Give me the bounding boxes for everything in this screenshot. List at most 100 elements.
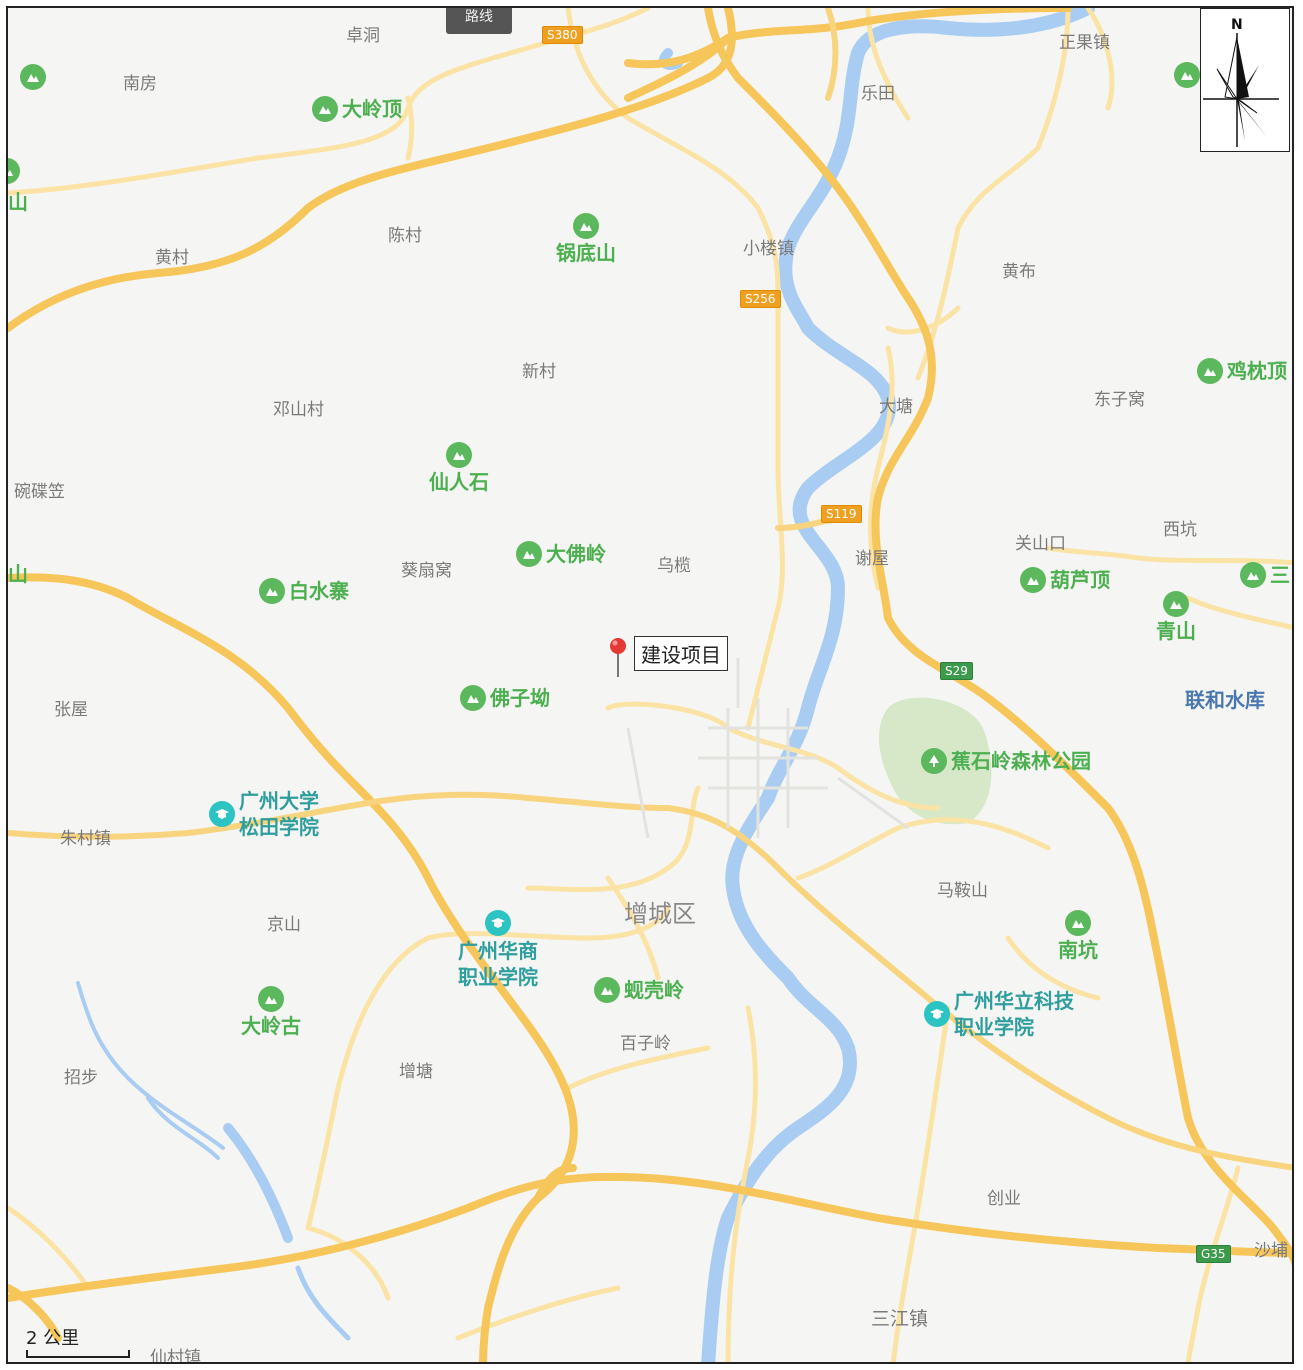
poi-label: 白水寨 — [289, 579, 349, 603]
place-label: 黄村 — [155, 248, 189, 268]
poi-label: 鸡枕顶 — [1227, 359, 1287, 383]
river — [76, 8, 1095, 1362]
project-label: 建设项目 — [634, 636, 728, 671]
poi-label: 大岭顶 — [342, 97, 402, 121]
road-shield-s119: S119 — [821, 505, 862, 523]
mountain-poi[interactable]: 仙人石 — [429, 442, 489, 494]
poi-label: 广州华立科技职业学院 — [954, 988, 1074, 1040]
park-poi[interactable]: 蕉石岭森林公园 — [921, 748, 1091, 774]
place-label: 朱村镇 — [60, 829, 111, 849]
mountain-icon — [312, 96, 338, 122]
place-label: 邓山村 — [273, 400, 324, 420]
school-poi[interactable]: 广州华商职业学院 — [458, 910, 538, 990]
mountain-icon — [573, 213, 599, 239]
poi-label: 蚬壳岭 — [624, 978, 684, 1002]
reservoir-label: 联和水库 — [1185, 688, 1265, 712]
poi-label: 山 — [8, 562, 28, 586]
mountain-icon — [1174, 62, 1200, 88]
place-label: 小楼镇 — [743, 239, 794, 259]
place-label: 乐田 — [861, 84, 895, 104]
place-label: 碗碟笠 — [14, 482, 65, 502]
mountain-icon — [460, 685, 486, 711]
mountain-icon — [516, 541, 542, 567]
school-poi[interactable]: 广州大学松田学院 — [209, 788, 319, 840]
school-icon — [924, 1001, 950, 1027]
mountain-poi[interactable]: 青山 — [1156, 591, 1196, 643]
place-label: 新村 — [522, 362, 556, 382]
scale-label: 2 公里 — [26, 1328, 80, 1349]
poi-label: 葫芦顶 — [1050, 568, 1110, 592]
poi-label: 仙人石 — [429, 470, 489, 494]
town-streets — [626, 658, 909, 839]
mountain-poi[interactable]: 蚬壳岭 — [594, 977, 684, 1003]
mountain-poi[interactable]: 大岭古 — [241, 986, 301, 1038]
road-shield-s380: S380 — [542, 26, 583, 44]
mountain-poi[interactable]: 大岭顶 — [312, 96, 402, 122]
place-label: 招步 — [64, 1068, 98, 1088]
park-icon — [921, 748, 947, 774]
poi-label: 蕉石岭森林公园 — [951, 749, 1091, 773]
compass-north-letter: N — [1231, 17, 1243, 33]
poi-label: 南坑 — [1058, 938, 1098, 962]
mountain-icon — [8, 158, 20, 184]
place-label: 仙村镇 — [150, 1348, 201, 1364]
school-name-line: 广州华商 — [458, 939, 538, 963]
poi-label: 广州华商职业学院 — [458, 938, 538, 990]
poi-label: 青山 — [1156, 619, 1196, 643]
school-poi[interactable]: 广州华立科技职业学院 — [924, 988, 1074, 1040]
scale-line — [26, 1350, 130, 1358]
poi-label: 山 — [8, 190, 28, 214]
project-marker[interactable]: 建设项目 — [608, 636, 728, 677]
school-name-line: 职业学院 — [954, 1015, 1034, 1039]
route-tab[interactable]: 路线 — [446, 8, 512, 34]
mountain-icon — [259, 578, 285, 604]
place-label: 陈村 — [388, 226, 422, 246]
place-label: 关山口 — [1015, 534, 1066, 554]
mountain-poi[interactable] — [8, 158, 20, 184]
mountain-poi[interactable]: 鸡枕顶 — [1197, 358, 1287, 384]
place-label: 增塘 — [399, 1062, 433, 1082]
poi-label: 大岭古 — [241, 1014, 301, 1038]
place-label: 马鞍山 — [937, 881, 988, 901]
school-icon — [209, 801, 235, 827]
place-label: 张屋 — [54, 700, 88, 720]
place-label: 创业 — [987, 1189, 1021, 1209]
school-icon — [485, 910, 511, 936]
place-label: 西坑 — [1163, 520, 1197, 540]
place-label: 大塘 — [879, 397, 913, 417]
mountain-poi[interactable]: 三 — [1240, 562, 1290, 588]
mountain-poi[interactable]: 白水寨 — [259, 578, 349, 604]
mountain-poi[interactable] — [20, 64, 46, 90]
district-label: 增城区 — [624, 900, 696, 928]
north-arrow: N — [1200, 8, 1290, 152]
road-shield-s29: S29 — [940, 662, 973, 680]
road-shield-g35: G35 — [1196, 1245, 1231, 1263]
school-name-line: 松田学院 — [239, 815, 319, 839]
mountain-poi[interactable] — [1174, 62, 1200, 88]
school-name-line: 广州大学 — [239, 789, 319, 813]
mountain-icon — [1065, 910, 1091, 936]
mountain-poi[interactable]: 大佛岭 — [516, 541, 606, 567]
mountain-poi[interactable]: 南坑 — [1058, 910, 1098, 962]
place-label: 正果镇 — [1059, 33, 1110, 53]
place-label: 南房 — [123, 74, 157, 94]
place-label: 三江镇 — [871, 1308, 929, 1330]
mountain-icon — [446, 442, 472, 468]
mountain-poi[interactable]: 山 — [8, 190, 28, 214]
mountain-poi[interactable]: 锅底山 — [556, 213, 616, 265]
mountain-icon — [1020, 567, 1046, 593]
place-label: 乌榄 — [657, 556, 691, 576]
mountain-icon — [1163, 591, 1189, 617]
mountain-poi[interactable]: 佛子坳 — [460, 685, 550, 711]
poi-label: 锅底山 — [556, 241, 616, 265]
poi-label: 大佛岭 — [546, 542, 606, 566]
map-canvas[interactable] — [8, 8, 1294, 1364]
mountain-poi[interactable]: 葫芦顶 — [1020, 567, 1110, 593]
mountain-icon — [20, 64, 46, 90]
mountain-poi[interactable]: 山 — [8, 562, 28, 586]
place-label: 卓洞 — [346, 26, 380, 46]
major-roads — [8, 8, 1292, 1362]
mountain-icon — [1240, 562, 1266, 588]
poi-label: 广州大学松田学院 — [239, 788, 319, 840]
minor-roads — [8, 8, 1292, 1362]
